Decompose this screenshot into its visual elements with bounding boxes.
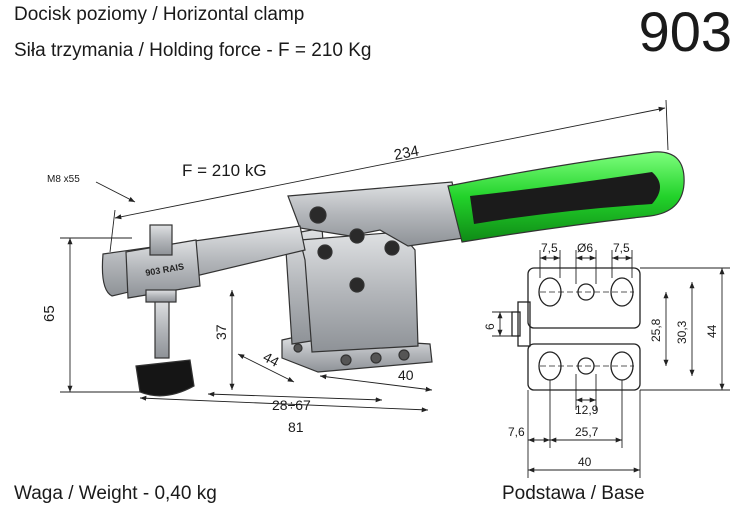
base-dim-hole-center: Ø6	[577, 241, 593, 255]
base-dim-mid: 30,3	[675, 320, 689, 344]
title-line-1: Docisk poziomy / Horizontal clamp	[14, 4, 305, 25]
base-dim-inner: 25,8	[649, 318, 663, 342]
base-plate-drawing	[511, 267, 641, 391]
dim-height: 65	[41, 305, 58, 322]
base-dimension-lines	[492, 250, 730, 478]
model-number: 903	[638, 0, 732, 63]
force-label: F = 210 kG	[182, 161, 267, 180]
base-dim-total-height: 44	[705, 324, 719, 338]
dim-base-depth: 44	[261, 349, 282, 371]
dim-overall-length: 234	[393, 142, 421, 163]
bolt-label: M8 x55	[47, 174, 80, 185]
weight-label: Waga / Weight - 0,40 kg	[14, 483, 217, 504]
base-dim-hole-spacing: 25,7	[575, 425, 599, 439]
clamp-illustration: 903 RAIS	[101, 151, 685, 397]
dim-arm-height: 37	[213, 324, 229, 340]
dim-reach-range: 28÷67	[272, 397, 311, 413]
base-dim-top-right: 7,5	[613, 241, 630, 255]
dim-base-width: 40	[398, 367, 414, 383]
base-label: Podstawa / Base	[502, 483, 645, 504]
base-dim-slot: 6	[483, 323, 497, 330]
dim-spindle-reach: 81	[288, 419, 304, 435]
base-dim-center-spacing: 12,9	[575, 403, 599, 417]
base-dim-left-offset: 7,6	[508, 425, 525, 439]
title-line-2: Siła trzymania / Holding force - F = 210…	[14, 40, 372, 61]
clamp-dimension-lines	[60, 99, 669, 413]
base-dim-total-width: 40	[578, 455, 592, 469]
base-dim-top-left: 7,5	[541, 241, 558, 255]
